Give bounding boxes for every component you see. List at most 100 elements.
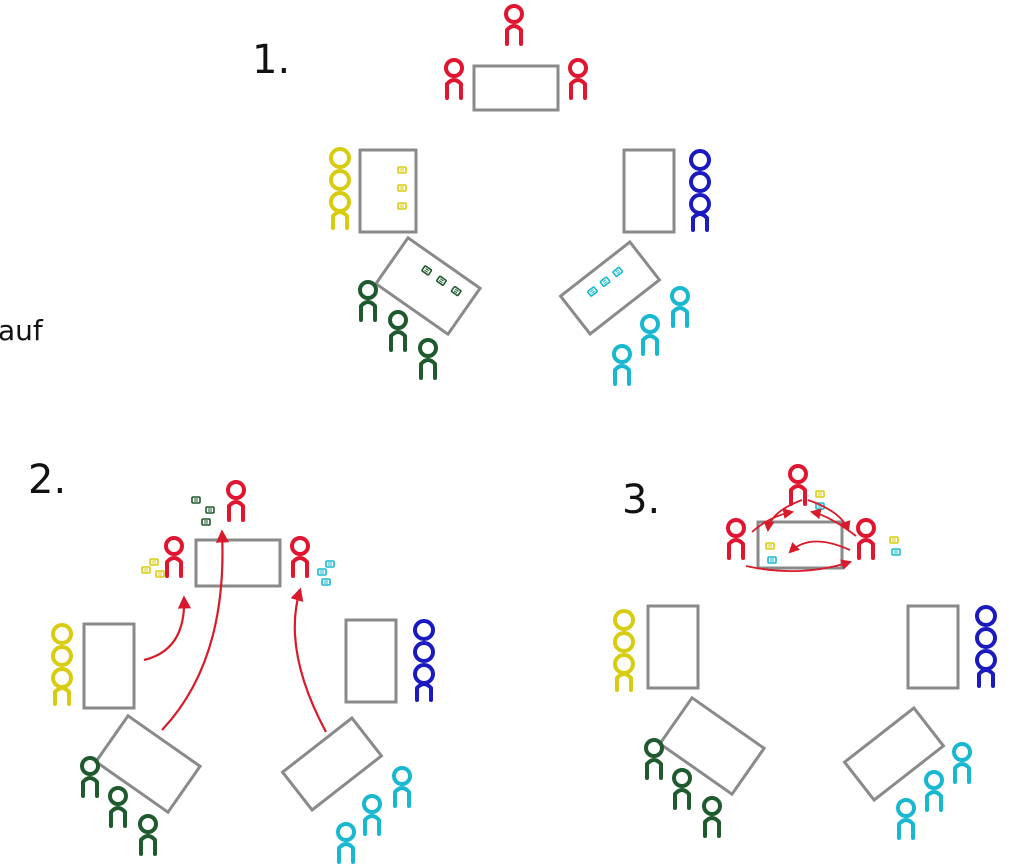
section1-green-table: [373, 235, 483, 337]
section2-green-group: [80, 713, 203, 856]
red-arrow: [807, 499, 851, 533]
section3-cyan-table: [842, 705, 946, 803]
card-stack-icon: [155, 570, 165, 578]
person-icon: [413, 619, 435, 702]
red-arrow: [751, 508, 795, 533]
section2-green-table: [93, 713, 203, 815]
section3-arrows: [745, 499, 857, 573]
person-icon: [896, 798, 916, 840]
card-stack-icon: [586, 285, 599, 298]
step-label-1: 1.: [252, 37, 291, 83]
card-stack-icon: [397, 184, 407, 192]
card-stack-icon: [420, 264, 433, 276]
person-icon: [388, 310, 408, 352]
card-stack-icon: [397, 202, 407, 210]
person-icon: [358, 280, 378, 322]
section2-cards-yellow: [141, 558, 165, 578]
person-icon: [290, 536, 310, 578]
person-icon: [164, 536, 184, 578]
person-icon: [329, 147, 351, 230]
section3-yellow-table: [646, 604, 700, 690]
person-icon: [640, 314, 660, 356]
person-icon: [670, 286, 690, 328]
card-stack-icon: [450, 285, 462, 297]
card-stack-icon: [599, 276, 611, 288]
section1-green-group: [358, 235, 483, 380]
section3-cyan-group: [842, 705, 972, 840]
person-icon: [702, 796, 722, 838]
person-icon: [952, 742, 972, 784]
person-icon: [644, 738, 664, 780]
card-stack-icon: [435, 275, 448, 287]
card-stack-icon: [141, 566, 151, 574]
person-icon: [444, 58, 464, 100]
section2-red-group: [164, 480, 310, 588]
card-stack-icon: [397, 166, 407, 174]
red-arrow: [143, 595, 191, 662]
person-icon: [788, 464, 808, 506]
card-stack-icon: [205, 506, 215, 514]
section1-blue-table: [622, 148, 676, 234]
card-stack-icon: [325, 560, 335, 568]
step-label-3: 3.: [622, 477, 661, 523]
red-arrow: [809, 508, 857, 537]
step-label-2: 2.: [28, 457, 67, 503]
card-stack-icon: [321, 578, 331, 586]
person-icon: [418, 338, 438, 380]
person-icon: [613, 609, 635, 692]
person-icon: [924, 770, 944, 812]
red-arrow: [290, 587, 327, 733]
card-stack-icon: [191, 496, 201, 504]
person-icon: [392, 766, 412, 808]
card-stack-icon: [201, 518, 211, 526]
cropped-word: auf: [0, 314, 43, 347]
person-icon: [80, 756, 100, 798]
person-icon: [568, 58, 588, 100]
card-stack-icon: [765, 542, 775, 550]
red-arrow: [161, 529, 230, 731]
section3-yellow-group: [613, 604, 700, 692]
person-icon: [336, 822, 356, 864]
card-stack-icon: [889, 536, 899, 544]
section3-red-table: [756, 520, 844, 570]
section3-green-table: [657, 695, 767, 797]
section3-green-group: [644, 695, 767, 838]
person-icon: [726, 518, 746, 560]
section2-arrows: [143, 529, 327, 733]
section2-cards-cyan: [317, 560, 335, 586]
section1-yellow-table: [358, 148, 418, 234]
section1-red-group: [444, 4, 588, 112]
section2-blue-table: [344, 618, 398, 704]
section3-blue-group: [906, 604, 997, 690]
section3-red-group: [726, 464, 876, 570]
person-icon: [138, 814, 158, 856]
person-icon: [672, 768, 692, 810]
section2-cyan-table: [280, 715, 384, 813]
person-icon: [856, 518, 876, 560]
person-icon: [51, 623, 73, 706]
section3-blue-table: [906, 604, 960, 690]
section2-yellow-table: [82, 622, 136, 710]
section2-cards-green: [191, 496, 215, 526]
card-stack-icon: [767, 556, 777, 564]
section1-yellow-group: [329, 147, 418, 234]
section2-red-table: [194, 538, 282, 588]
person-icon: [362, 794, 382, 836]
section1-blue-group: [622, 148, 711, 234]
section1-cyan-group: [558, 239, 690, 386]
person-icon: [612, 344, 632, 386]
section1-red-table: [472, 64, 560, 112]
card-stack-icon: [317, 568, 327, 576]
red-arrow: [763, 499, 803, 533]
section2-blue-group: [344, 618, 435, 704]
section2-cyan-group: [280, 715, 412, 864]
person-icon: [108, 786, 128, 828]
card-stack-icon: [149, 558, 159, 566]
card-stack-icon: [611, 266, 624, 278]
person-icon: [504, 4, 524, 46]
section1-cyan-table: [558, 239, 662, 337]
red-arrow: [745, 559, 853, 573]
person-icon: [689, 149, 711, 232]
